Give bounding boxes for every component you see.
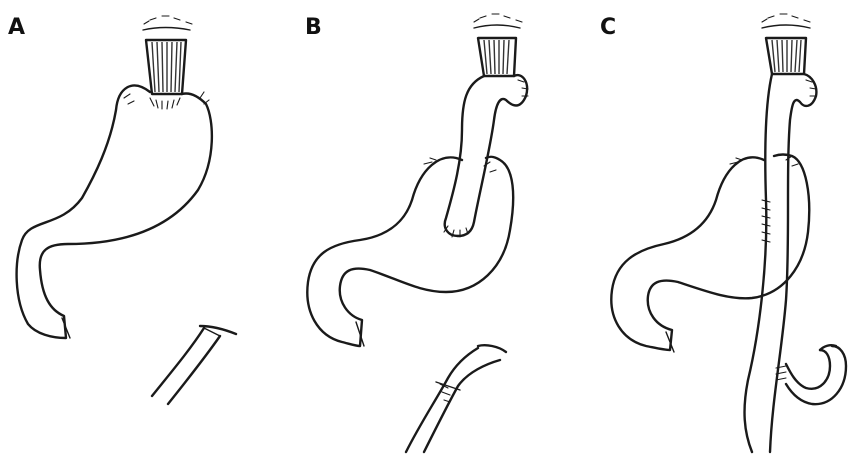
jejunum-b (406, 345, 506, 452)
panel-c: C (600, 14, 846, 452)
jejunum-a (152, 326, 236, 404)
interposed-jejunum-b (444, 75, 528, 237)
stomach-a (17, 86, 212, 338)
panel-label-b: B (305, 15, 322, 40)
panel-label-a: A (8, 15, 25, 40)
panel-label-c: C (600, 15, 616, 40)
roux-limb-c (745, 74, 817, 452)
panel-a: A (8, 15, 236, 404)
stomach-c (611, 155, 809, 353)
esophagus-b (474, 14, 522, 76)
jejunal-hook-c (776, 345, 846, 404)
esophagus-a (143, 16, 192, 94)
esophagus-c (762, 14, 810, 74)
panel-b: B (305, 14, 528, 452)
